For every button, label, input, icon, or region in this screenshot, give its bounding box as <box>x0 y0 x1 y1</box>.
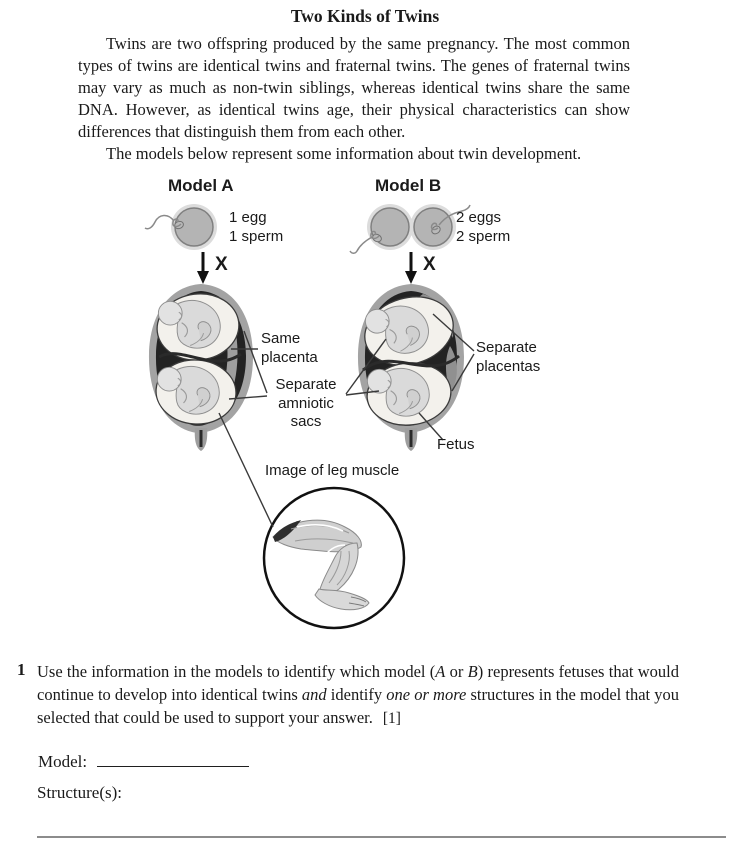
models-note: The models below represent some informat… <box>106 144 582 163</box>
model-b-title: Model B <box>375 176 442 195</box>
intro-text: Twins are two offspring produced by the … <box>78 33 630 165</box>
egg-count-b: 2 eggs <box>456 209 502 226</box>
cross-symbol-a: X <box>215 254 228 275</box>
question-points: [1] <box>382 710 401 727</box>
fetus-a-upper <box>157 299 221 349</box>
egg-with-sperm-icon <box>144 204 217 250</box>
down-arrow-icon <box>197 252 209 284</box>
fetus-a-lower <box>156 365 220 415</box>
model-answer-blank[interactable] <box>97 751 250 767</box>
egg-count-a: 1 egg <box>229 209 267 226</box>
sperm-count-b: 2 sperm <box>456 228 511 245</box>
cross-symbol-b: X <box>423 254 436 275</box>
leg-image-caption: Image of leg muscle <box>265 462 400 479</box>
womb-shared-placenta-diagram <box>148 284 253 451</box>
model-a-title: Model A <box>168 176 234 195</box>
two-eggs-with-sperm-icon <box>349 204 471 254</box>
same-placenta-label: Same placenta <box>261 330 318 366</box>
separate-placentas-label: Separate placentas <box>476 339 541 375</box>
structures-answer-label: Structure(s): <box>37 783 122 802</box>
leg-muscle-illustration <box>262 486 406 630</box>
model-a-gamete-labels: 1 egg 1 sperm <box>229 208 283 246</box>
down-arrow-icon <box>405 252 417 284</box>
model-b-gamete-labels: 2 eggs 2 sperm <box>456 208 510 246</box>
question-text: Use the information in the models to ide… <box>37 662 679 727</box>
question-number: 1 <box>17 660 26 679</box>
question-1: 1 Use the information in the models to i… <box>17 660 679 730</box>
fetus-label: Fetus <box>437 436 475 453</box>
model-answer-row: Model: <box>38 751 250 772</box>
twin-models-diagram: Model A Model B 1 egg 1 sperm 2 eggs 2 s… <box>0 170 730 662</box>
structures-answer-line[interactable] <box>37 836 726 838</box>
fetus-b-upper <box>364 305 429 354</box>
separate-amniotic-sacs-label: Separate amniotic sacs <box>275 376 337 430</box>
sperm-count-a: 1 sperm <box>229 228 284 245</box>
womb-separate-placentas-diagram <box>357 284 464 451</box>
model-answer-label: Model: <box>38 752 88 771</box>
intro-paragraph: Twins are two offspring produced by the … <box>78 34 630 141</box>
page-title: Two Kinds of Twins <box>290 6 440 26</box>
